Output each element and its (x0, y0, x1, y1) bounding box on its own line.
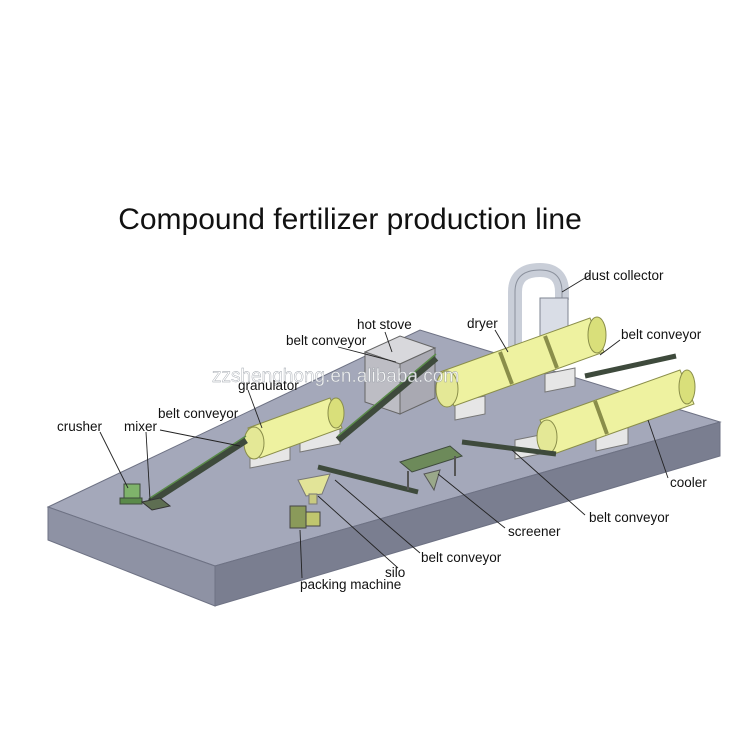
label-dryer: dryer (467, 316, 498, 331)
label-belt-conveyor-bottom-right: belt conveyor (589, 510, 670, 525)
dryer (435, 316, 607, 408)
belt-conveyor-bottom (317, 464, 419, 495)
label-mixer: mixer (124, 419, 158, 434)
watermark: zzshenghong.en.alibaba.com (212, 366, 459, 387)
diagram-title: Compound fertilizer production line (118, 203, 582, 236)
label-belt-conveyor-right: belt conveyor (621, 327, 702, 342)
granulator (243, 397, 345, 460)
label-granulator: granulator (238, 378, 299, 393)
silo (297, 473, 331, 505)
crusher (119, 483, 143, 505)
belt-conveyors (148, 353, 677, 505)
label-silo: silo (385, 565, 405, 580)
screener (398, 445, 464, 492)
label-crusher: crusher (57, 419, 103, 434)
label-hot-stove: hot stove (357, 317, 412, 332)
labels: dust collector dryer hot stove belt conv… (57, 268, 707, 592)
packing-machine (289, 505, 321, 529)
belt-conveyor-right (584, 353, 677, 379)
label-cooler: cooler (670, 475, 707, 490)
mixer (140, 497, 172, 511)
label-screener: screener (508, 524, 561, 539)
label-belt-conveyor-bottom: belt conveyor (421, 550, 502, 565)
belt-conveyor-left (148, 435, 248, 505)
label-belt-conveyor-hotstove: belt conveyor (286, 333, 367, 348)
block (544, 367, 576, 393)
label-belt-conveyor-left: belt conveyor (158, 406, 239, 421)
leader-lines (99, 274, 669, 579)
cooler (536, 369, 696, 455)
base-side (214, 421, 721, 607)
belt-conveyor-hotstove (335, 353, 439, 443)
belt-conveyor-bottom-right (461, 439, 557, 457)
label-packing-machine: packing machine (300, 577, 401, 592)
label-dust-collector: dust collector (584, 268, 664, 283)
